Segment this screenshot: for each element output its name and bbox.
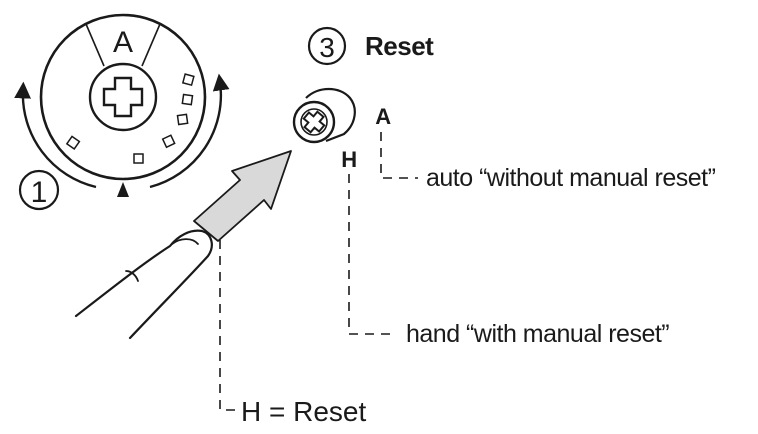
rotary-dial: A bbox=[14, 13, 230, 197]
reset-title: Reset bbox=[365, 31, 434, 61]
reset-knob-body bbox=[305, 87, 356, 143]
reset-screw-cross-icon bbox=[302, 110, 326, 134]
leader-line-hand bbox=[348, 174, 392, 335]
leader-line-h-reset bbox=[219, 240, 238, 411]
push-arrow bbox=[193, 150, 292, 242]
reset-knob bbox=[292, 87, 356, 144]
auto-label: auto “without manual reset” bbox=[426, 164, 716, 192]
hand-label: hand “with manual reset” bbox=[406, 320, 669, 348]
finger-nail bbox=[171, 238, 199, 245]
leader-line-auto bbox=[380, 132, 418, 179]
h-reset-label: H = Reset bbox=[241, 396, 366, 427]
dial-pointer-icon bbox=[117, 182, 129, 197]
step-3-number: 3 bbox=[319, 32, 335, 63]
push-arrow-shape bbox=[193, 150, 292, 242]
reset-knob-face bbox=[292, 100, 336, 144]
dial-notch-left bbox=[85, 23, 105, 67]
finger-knuckle bbox=[125, 270, 139, 282]
pointing-finger bbox=[74, 229, 213, 340]
step-1-number: 1 bbox=[31, 176, 48, 209]
reset-letter-h: H bbox=[341, 147, 356, 172]
dial-rotate-arrow-right bbox=[149, 73, 230, 189]
dial-rotate-arrow-left bbox=[14, 81, 97, 189]
finger-outline bbox=[74, 229, 213, 340]
reset-letter-a: A bbox=[375, 104, 391, 129]
step-1-badge: 1 bbox=[18, 169, 60, 211]
dial-outer-ring bbox=[39, 13, 207, 181]
dial-screw-cross-icon bbox=[102, 76, 144, 118]
dial-screw-head bbox=[88, 62, 158, 132]
step-3-badge: 3 bbox=[307, 26, 347, 66]
dial-notch-right bbox=[141, 23, 161, 67]
dial-letter: A bbox=[113, 26, 133, 59]
reset-knob-face-inner bbox=[300, 108, 328, 136]
dial-ticks bbox=[65, 73, 195, 164]
